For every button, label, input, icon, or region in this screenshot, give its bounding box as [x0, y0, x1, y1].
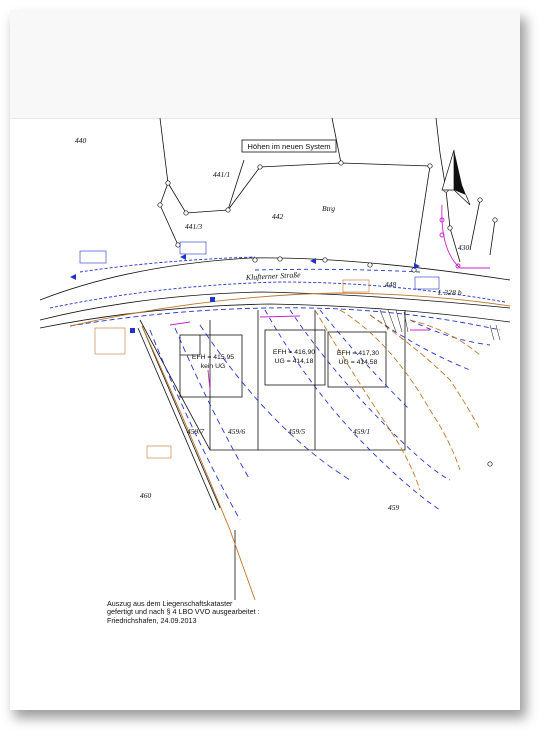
- survey-arrow-marks: [70, 254, 420, 333]
- north-arrow-icon: [441, 149, 471, 206]
- parcel-label-442: 442: [272, 212, 284, 221]
- label-btrg: Btrg: [322, 204, 335, 213]
- parcel-label-459-1: 459/1: [353, 427, 370, 436]
- boundary-points: [157, 160, 498, 273]
- building-1-ug: kein UG: [201, 363, 226, 370]
- building-2-efh: EFH = 416,90: [273, 349, 315, 356]
- title-box-text: Höhen im neuen System: [247, 142, 330, 151]
- parcel-label-441-3: 441/3: [185, 222, 202, 231]
- building-1-efh: EFH = 415,95: [192, 354, 234, 361]
- footer-line-1: Auszug aus dem Liegenschaftskataster: [107, 599, 233, 608]
- page-header-band: [10, 10, 520, 119]
- embankment-hatching: [379, 309, 501, 341]
- edge-marker: [487, 461, 493, 467]
- document-footer: Auszug aus dem Liegenschaftskataster gef…: [107, 599, 260, 625]
- parcel-label-448: 448: [385, 280, 397, 289]
- parcel-label-459: 459: [388, 503, 400, 512]
- parcel-label-459-5: 459/5: [288, 427, 305, 436]
- parcel-label-441-1: 441/1: [213, 170, 230, 179]
- parcel-label-459-7: 459/7: [187, 427, 204, 436]
- building-3-ug: UG = 414,58: [339, 359, 378, 366]
- parcel-label-459-6: 459/6: [228, 427, 245, 436]
- orange-contours: [69, 292, 511, 601]
- document-page: Höhen im neuen System 440 441/1 441/3 44…: [10, 10, 520, 710]
- road-number-label: L 328 b: [437, 288, 462, 297]
- parcel-label-430: 430: [458, 243, 470, 252]
- magenta-markers: [169, 204, 490, 391]
- parcel-boundaries: [39, 117, 511, 600]
- footer-line-2: gefertigt und nach § 4 LBO VVO ausgearbe…: [107, 607, 260, 617]
- blue-survey-lines: [49, 256, 506, 521]
- height-tag-boxes: [79, 241, 440, 459]
- building-3-efh: EFH = 417,30: [337, 350, 379, 357]
- parcel-label-460: 460: [140, 491, 152, 500]
- site-plan-drawing: Höhen im neuen System 440 441/1 441/3 44…: [39, 117, 511, 601]
- footer-line-3: Friedrichshafen, 24.09.2013: [107, 615, 197, 625]
- street-name-label: Klufterner Straße: [245, 270, 302, 282]
- title-box-frame: [241, 139, 337, 153]
- building-2-ug: UG = 414,18: [275, 358, 314, 365]
- parcel-label-440: 440: [75, 136, 87, 145]
